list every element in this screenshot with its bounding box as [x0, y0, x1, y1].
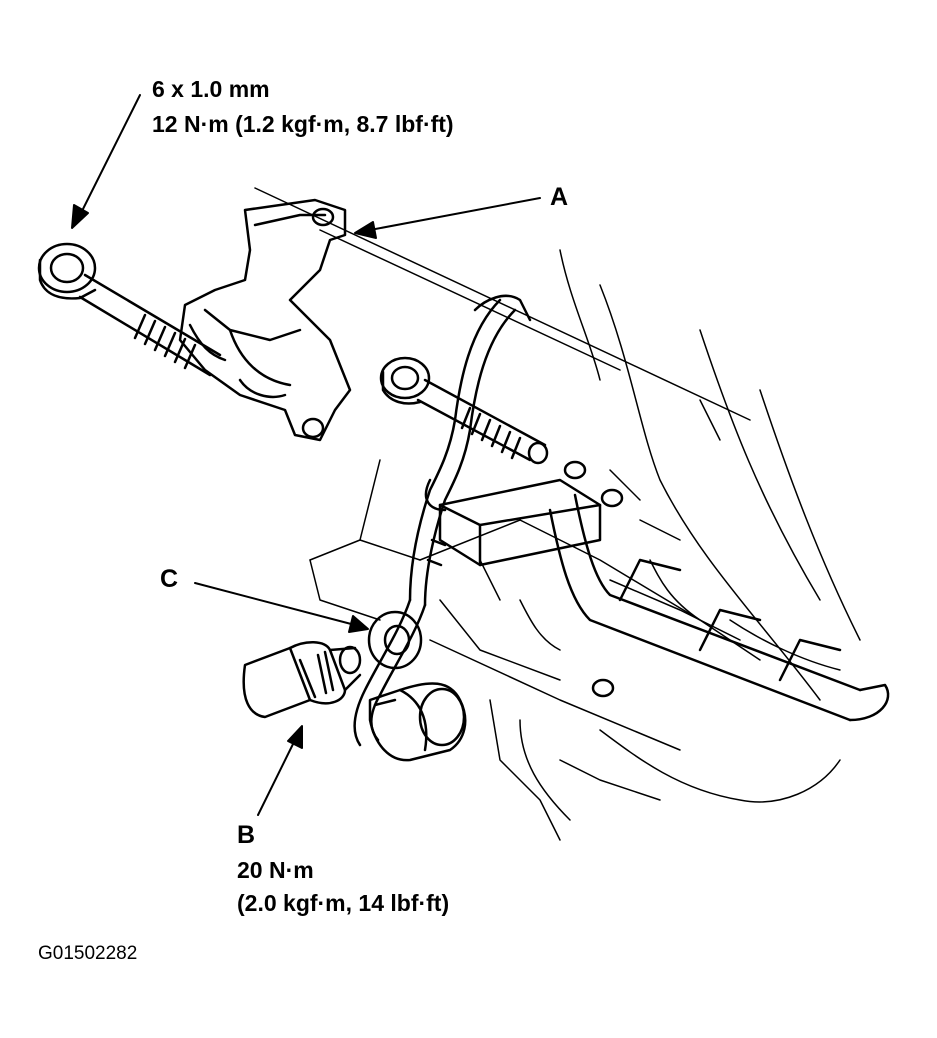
sensor-torque-alt-label: (2.0 kgf·m, 14 lbf·ft)	[237, 890, 450, 916]
leader-c-arrow	[348, 615, 369, 633]
leader-lines	[71, 94, 541, 816]
fuel-rail	[548, 493, 890, 722]
bracket-bolt	[37, 242, 222, 377]
rail-bracket	[438, 460, 624, 698]
wire-harness	[353, 294, 532, 747]
sensor-b	[242, 641, 362, 719]
leader-a-arrow	[354, 221, 377, 239]
engine-background-outline	[254, 187, 861, 841]
second-bolt	[379, 356, 549, 465]
callout-a: A	[550, 183, 569, 211]
leader-c	[194, 582, 356, 626]
callout-b: B	[237, 821, 256, 849]
bolt-torque-label: 12 N·m (1.2 kgf·m, 8.7 lbf·ft)	[152, 111, 454, 137]
bracket-a	[178, 198, 352, 442]
washer-c	[367, 610, 423, 670]
figure-id: G01502282	[38, 943, 138, 964]
leader-bolt	[79, 94, 141, 216]
bolt-size-label: 6 x 1.0 mm	[152, 76, 270, 102]
leader-b	[257, 739, 296, 816]
sensor-connector	[368, 682, 467, 762]
leader-bolt-arrow	[71, 204, 89, 229]
leader-a	[369, 197, 541, 231]
sensor-torque-label: 20 N·m	[237, 857, 314, 883]
callout-c: C	[160, 565, 179, 593]
leader-b-arrow	[287, 725, 303, 749]
